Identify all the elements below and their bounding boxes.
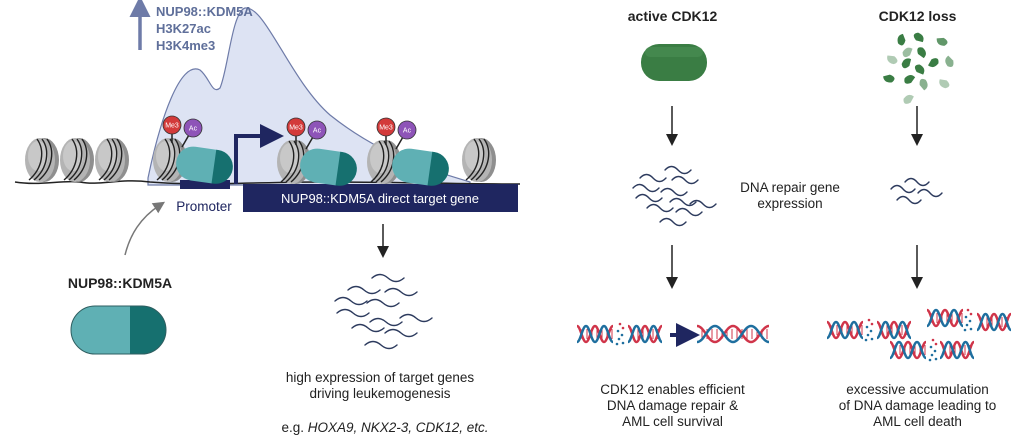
- label-line: expression: [757, 196, 823, 211]
- examples-genes: HOXA9, NKX2-3, CDK12, etc.: [307, 420, 489, 435]
- promoter-label: Promoter: [176, 199, 232, 214]
- outcome-line: of DNA damage leading to: [838, 398, 997, 413]
- outcome-line: DNA damage repair &: [606, 398, 739, 413]
- svg-text:Me3: Me3: [165, 123, 179, 130]
- cdk12-loss-title: CDK12 loss: [878, 8, 957, 24]
- svg-text:Ac: Ac: [313, 128, 322, 135]
- damaged-dna-icon: [627, 324, 663, 344]
- nucleosome-icon: [60, 138, 94, 182]
- label-line: DNA repair gene: [740, 180, 840, 195]
- mrna-cluster-icon: [632, 165, 717, 227]
- peak-mark-label: H3K4me3: [156, 38, 215, 53]
- methyl-mark-icon: Me3: [162, 115, 182, 143]
- outcome-line: AML cell survival: [622, 414, 723, 429]
- target-gene-bar: [243, 184, 518, 212]
- damaged-dna-icon: [876, 320, 912, 340]
- damaged-dna-icon: [976, 312, 1012, 332]
- svg-text:Me3: Me3: [289, 125, 303, 132]
- pill-highlight: [645, 47, 703, 57]
- damaged-dna-icon: [926, 308, 964, 328]
- tss-arrow-icon: [234, 124, 284, 184]
- outcome-line: excessive accumulation: [846, 382, 989, 397]
- acetyl-mark-icon: Ac: [395, 120, 417, 150]
- examples-prefix: e.g.: [281, 420, 304, 435]
- target-gene-label: NUP98::KDM5A direct target gene: [281, 191, 479, 206]
- outcome-line: CDK12 enables efficient: [600, 382, 745, 397]
- dna-break-icon: [963, 308, 973, 332]
- dna-break-icon: [615, 322, 625, 346]
- examples-text: e.g. HOXA9, NKX2-3, CDK12, etc.: [250, 420, 520, 436]
- repaired-dna-icon: [696, 324, 770, 344]
- svg-text:Me3: Me3: [379, 125, 393, 132]
- acetyl-mark-icon: Ac: [305, 120, 327, 150]
- damaged-dna-icon: [826, 320, 864, 340]
- outcome-line: high expression of target genes: [285, 370, 475, 385]
- nup98-kdm5a-bound-icon: [176, 146, 233, 184]
- nup98-kdm5a-protein-icon: [70, 305, 167, 355]
- binding-arrow: [124, 201, 166, 256]
- nucleosome-icon: [462, 138, 496, 182]
- dna-break-icon: [864, 318, 874, 342]
- active-cdk12-title: active CDK12: [627, 8, 718, 24]
- acetyl-mark-icon: Ac: [181, 118, 203, 148]
- dna-repair-expression-label: DNA repair gene expression: [730, 180, 850, 212]
- nucleosome-icon: [95, 138, 129, 182]
- left-outcome-text: high expression of target genes driving …: [250, 370, 510, 402]
- peak-mark-label: H3K27ac: [156, 21, 211, 36]
- damaged-dna-icon: [939, 340, 975, 360]
- nup98-kdm5a-bound-icon: [392, 148, 449, 186]
- nup98-kdm5a-bound-icon: [300, 148, 357, 186]
- mrna-cluster-icon: [334, 273, 433, 350]
- outcome-line: AML cell death: [873, 414, 962, 429]
- loss-outcome-text: excessive accumulation of DNA damage lea…: [815, 382, 1020, 430]
- mrna-cluster-icon: [890, 177, 943, 205]
- fusion-protein-label: NUP98::KDM5A: [67, 275, 173, 291]
- dna-break-icon: [928, 338, 938, 362]
- peak-mark-label: NUP98::KDM5A: [156, 4, 253, 19]
- promoter-bar: [180, 180, 230, 189]
- svg-text:Ac: Ac: [403, 128, 412, 135]
- active-outcome-text: CDK12 enables efficient DNA damage repai…: [565, 382, 780, 430]
- methyl-mark-icon: Me3: [286, 117, 306, 145]
- damaged-dna-icon: [889, 340, 927, 360]
- nucleosome-icon: [367, 140, 401, 184]
- outcome-line: driving leukemogenesis: [309, 386, 451, 401]
- nucleosome-icon: [25, 138, 59, 182]
- damaged-dna-icon: [576, 324, 614, 344]
- svg-text:Ac: Ac: [189, 126, 198, 133]
- methyl-mark-icon: Me3: [376, 117, 396, 145]
- cdk12-fragments-icon: [883, 32, 954, 104]
